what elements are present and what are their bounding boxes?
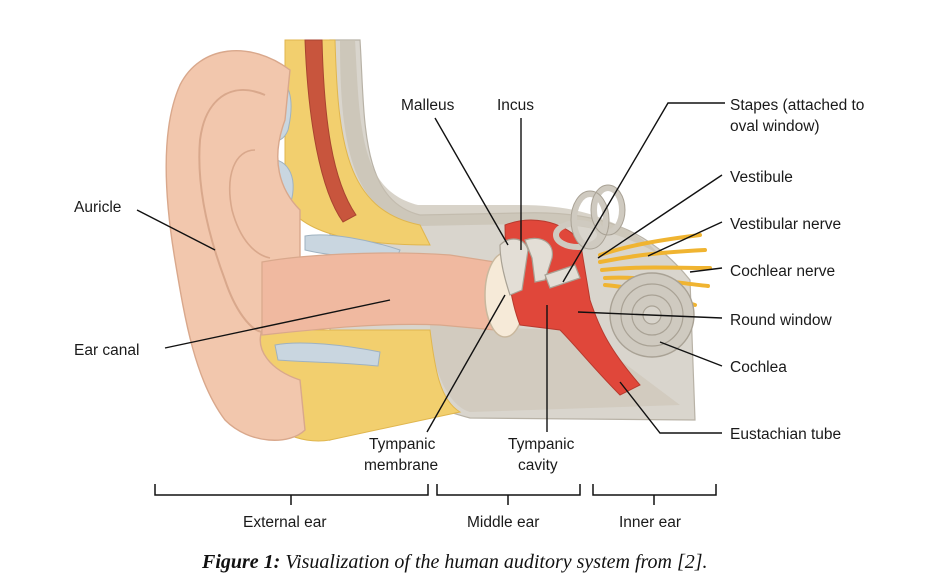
caption-prefix: Figure 1: <box>201 551 280 573</box>
leader-tympanic-membrane <box>426 294 506 433</box>
leader-ear-canal <box>164 299 391 349</box>
label-ear-canal: Ear canal <box>74 342 139 359</box>
leader-auricle <box>136 209 216 251</box>
label-incus: Incus <box>497 97 534 114</box>
label-round-window: Round window <box>730 312 832 329</box>
label-eustachian-tube: Eustachian tube <box>730 426 841 443</box>
incus-shape <box>524 237 553 283</box>
leader-lines <box>136 102 725 434</box>
label-vestibule: Vestibule <box>730 169 793 186</box>
label-stapes-line2: oval window) <box>730 118 820 135</box>
auricle-inner-fold <box>228 149 271 259</box>
leader-malleus <box>434 117 509 246</box>
muscle <box>304 39 357 223</box>
region-external-ear: External ear <box>243 514 327 531</box>
label-malleus: Malleus <box>401 97 455 114</box>
figure-caption: Figure 1: Visualization of the human aud… <box>201 551 708 573</box>
bracket-external-ear <box>154 484 429 505</box>
region-inner-ear: Inner ear <box>619 514 681 531</box>
leader-stapes <box>562 102 725 283</box>
label-vestibular-nerve: Vestibular nerve <box>730 216 841 233</box>
bracket-inner-ear <box>592 484 717 505</box>
leader-vestibule <box>597 174 723 259</box>
label-tympanic-membrane-line1: Tympanic <box>369 436 436 453</box>
label-tympanic-membrane-line2: membrane <box>364 457 438 474</box>
spongy-bone <box>340 40 660 255</box>
labels: Malleus Incus Stapes (attached to oval w… <box>74 97 864 474</box>
auricle-fold <box>198 89 266 333</box>
leader-cochlea <box>659 341 723 367</box>
label-tympanic-cavity-line2: cavity <box>518 457 558 474</box>
leader-round-window <box>577 311 723 319</box>
cartilage-4 <box>274 342 381 367</box>
region-brackets: External ear Middle ear Inner ear <box>154 484 717 531</box>
stapes-shape <box>544 264 581 289</box>
vestibule-outline <box>570 184 626 250</box>
ear-canal-shape <box>261 252 496 336</box>
region-middle-ear: Middle ear <box>467 514 539 531</box>
label-stapes-line1: Stapes (attached to <box>730 97 864 114</box>
label-cochlear-nerve: Cochlear nerve <box>730 263 835 280</box>
caption-text: Visualization of the human auditory syst… <box>280 551 707 573</box>
malleus-shape <box>499 238 529 296</box>
auricle-shape <box>165 50 306 441</box>
label-cochlea: Cochlea <box>730 359 787 376</box>
ear-illustration <box>165 39 712 442</box>
bracket-middle-ear <box>436 484 581 505</box>
label-auricle: Auricle <box>74 199 121 216</box>
leader-cochlear-nerve <box>689 267 723 273</box>
leader-vestibular-nerve <box>647 221 723 257</box>
label-tympanic-cavity-line1: Tympanic <box>508 436 575 453</box>
leader-eustachian-tube <box>619 381 722 434</box>
vestibule-shape <box>553 185 625 250</box>
